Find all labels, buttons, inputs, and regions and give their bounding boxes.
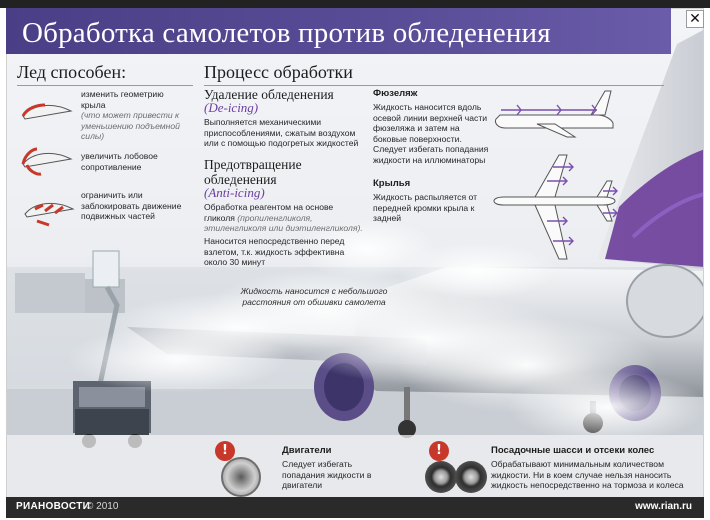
ice-item-1-text: изменить геометрию крыла — [81, 89, 164, 110]
fuselage-text: Жидкость наносится вдоль осевой линии ве… — [373, 102, 489, 165]
wheel-icon-2 — [455, 461, 487, 493]
wings-title: Крылья — [373, 178, 411, 189]
infographic-frame: Лед способен: изменить геометрию крыла (… — [6, 8, 704, 518]
wing-profile-icons — [21, 103, 75, 227]
spray-note-text: Жидкость наносится с небольшого расстоян… — [240, 286, 388, 307]
scene-illustration — [7, 30, 703, 507]
engines-title: Двигатели — [282, 445, 332, 456]
process-rule — [204, 85, 664, 86]
fuselage-diagram — [495, 90, 614, 138]
close-button[interactable]: ✕ — [686, 10, 704, 28]
gear-title: Посадочные шасси и отсеки колес — [491, 445, 655, 456]
gear-text: Обрабатывают минимальным количеством жид… — [491, 459, 684, 491]
footer-copyright: © 2010 — [86, 501, 119, 512]
antiicing-text-2: Наносится непосредственно перед взлетом,… — [204, 236, 345, 268]
antiicing-text-1-main: Обработка реагентом на основе гликоля — [204, 202, 334, 223]
footer-bar: РИАНОВОСТИ © 2010 www.rian.ru — [6, 497, 704, 518]
wings-text: Жидкость распыляется от передней кромки … — [373, 192, 478, 224]
title-bar: Обработка самолетов против обледенения — [6, 8, 671, 54]
engine-icon — [221, 457, 261, 497]
antiicing-text-1-note: (пропиленгликоля, этиленгликоля или диэт… — [204, 212, 363, 234]
deicing-title: Удаление обледенения — [204, 87, 334, 102]
process-heading: Процесс обработки — [204, 62, 353, 82]
deicing-text: Выполняется механическими приспособления… — [204, 117, 359, 149]
close-icon: ✕ — [689, 11, 701, 27]
footer-url[interactable]: www.rian.ru — [635, 501, 692, 512]
deicing-term: (De-icing) — [204, 100, 259, 115]
footer-logo: РИАНОВОСТИ — [16, 501, 91, 512]
engines-text: Следует избегать попадания жидкости в дв… — [282, 459, 372, 491]
gear-warning-icon: ! — [429, 441, 449, 461]
top-strip — [0, 0, 710, 8]
ice-item-1-note: (что может привести к уменьшению подъемн… — [81, 110, 180, 142]
fuselage-title: Фюзеляж — [373, 88, 418, 99]
engines-warning-icon: ! — [215, 441, 235, 461]
ice-section-rule — [17, 85, 193, 86]
ice-item-3-text: ограничить или заблокировать движение по… — [81, 190, 182, 222]
antiicing-term: (Anti-icing) — [204, 185, 265, 200]
antiicing-title: Предотвращение обледенения — [204, 157, 302, 187]
antiicing-text-1: Обработка реагентом на основе гликоля (п… — [204, 202, 366, 234]
wheel-icon-1 — [425, 461, 457, 493]
steam-clouds — [67, 219, 703, 443]
page-title: Обработка самолетов против обледенения — [22, 17, 551, 49]
wings-diagram — [493, 154, 618, 260]
ice-section-heading: Лед способен: — [17, 62, 127, 82]
ice-item-2-text: увеличить лобовое сопротивление — [81, 151, 158, 172]
